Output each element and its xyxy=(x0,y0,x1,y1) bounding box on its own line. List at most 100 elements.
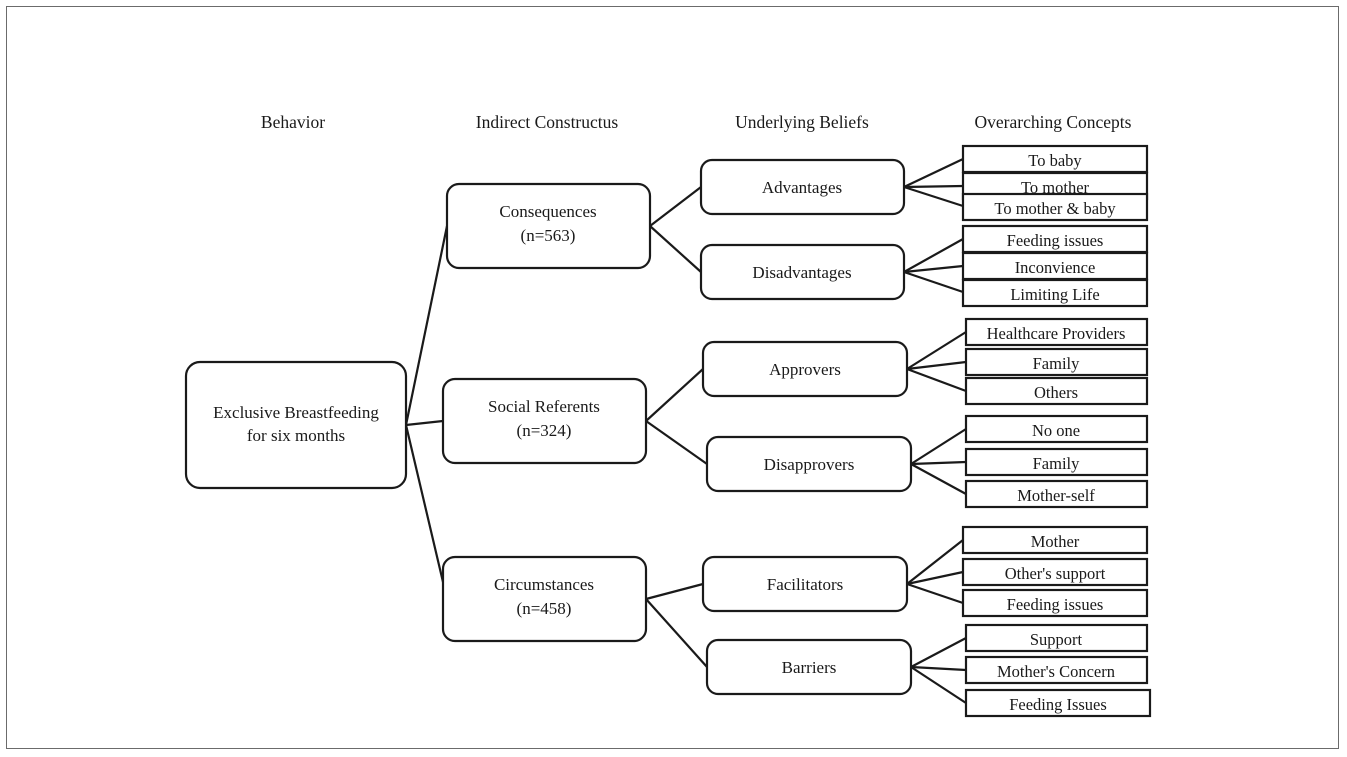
node-consequences[interactable]: Consequences (n=563) xyxy=(445,182,652,270)
connector-social-referents-approvers xyxy=(645,368,704,422)
node-behavior[interactable]: Exclusive Breastfeeding for six months xyxy=(184,360,408,490)
barriers-box[interactable] xyxy=(705,638,913,696)
leaf-box-healthcare-providers[interactable] xyxy=(964,317,1149,347)
leaf-label-family-disapprovers: Family xyxy=(1033,454,1081,473)
connector-approvers-healthcare-providers xyxy=(906,331,967,370)
connector-behavior-circumstances xyxy=(404,424,449,600)
leaf-label-to-baby: To baby xyxy=(1028,151,1082,170)
leaf-box-family-approvers[interactable] xyxy=(964,347,1149,377)
node-social-referents[interactable]: Social Referents (n=324) xyxy=(441,377,648,465)
leaf-box-others-support[interactable] xyxy=(961,557,1149,587)
leaf-group-advantages: To baby To mother To mother & baby xyxy=(961,144,1149,222)
node-barriers[interactable]: Barriers xyxy=(705,638,913,696)
leaf-box-feeding-issues-fac[interactable] xyxy=(961,588,1149,618)
advantages-label: Advantages xyxy=(762,178,842,197)
leaf-label-support: Support xyxy=(1030,630,1083,649)
leaf-box-to-mother-and-baby[interactable] xyxy=(961,192,1149,222)
connector-barriers-feeding-issues xyxy=(910,666,967,704)
node-disadvantages[interactable]: Disadvantages xyxy=(699,243,906,301)
connector-disapprovers-mother-self xyxy=(910,463,967,495)
leaf-group-disapprovers: No one Family Mother-self xyxy=(964,414,1149,509)
leaf-label-feeding-issues-bar: Feeding Issues xyxy=(1009,695,1107,714)
connector-barriers-support xyxy=(910,637,967,668)
facilitators-box[interactable] xyxy=(701,555,909,613)
consequences-box[interactable] xyxy=(445,182,652,270)
connector-facilitators-feeding-issues xyxy=(906,582,964,605)
leaf-group-facilitators: Mother Other's support Feeding issues xyxy=(961,525,1149,618)
leaf-label-mothers-concern: Mother's Concern xyxy=(997,662,1115,681)
connector-disadvantages-inconvience xyxy=(903,264,964,274)
social-referents-box[interactable] xyxy=(441,377,648,465)
leaf-label-inconvience: Inconvience xyxy=(1015,258,1096,277)
connector-social-referents-disapprovers xyxy=(645,420,708,465)
leaf-label-healthcare-providers: Healthcare Providers xyxy=(987,324,1126,343)
leaf-box-others[interactable] xyxy=(964,376,1149,406)
node-approvers[interactable]: Approvers xyxy=(701,340,909,398)
leaf-box-to-baby[interactable] xyxy=(961,144,1149,174)
leaf-label-others: Others xyxy=(1034,383,1078,402)
connectors-behavior-to-constructs xyxy=(404,225,449,600)
leaf-box-feeding-issues-bar[interactable] xyxy=(964,688,1152,718)
connector-disadvantages-limiting-life xyxy=(903,270,964,294)
disapprovers-box[interactable] xyxy=(705,435,913,493)
connector-facilitators-mother xyxy=(906,539,964,585)
column-header-behavior: Behavior xyxy=(261,112,325,132)
connector-approvers-family xyxy=(906,360,967,371)
connector-disapprovers-family xyxy=(910,460,967,466)
node-circumstances[interactable]: Circumstances (n=458) xyxy=(441,555,648,643)
consequences-label-line1: Consequences xyxy=(499,202,596,221)
leaf-label-no-one: No one xyxy=(1032,421,1080,440)
behavior-box[interactable] xyxy=(184,360,408,490)
connector-advantages-to-mother xyxy=(903,184,964,189)
disapprovers-label: Disapprovers xyxy=(764,455,855,474)
disadvantages-box[interactable] xyxy=(699,243,906,301)
leaf-group-approvers: Healthcare Providers Family Others xyxy=(964,317,1149,406)
leaf-label-mother-self: Mother-self xyxy=(1017,486,1095,505)
circumstances-label-line1: Circumstances xyxy=(494,575,594,594)
circumstances-label-line2: (n=458) xyxy=(517,599,572,618)
connector-circumstances-facilitators xyxy=(645,582,704,601)
column-header-indirect-constructus: Indirect Constructus xyxy=(476,112,619,132)
social-referents-label-line1: Social Referents xyxy=(488,397,600,416)
leaf-group-disadvantages: Feeding issues Inconvience Limiting Life xyxy=(961,224,1149,308)
leaf-box-mothers-concern[interactable] xyxy=(964,655,1149,685)
leaf-box-no-one[interactable] xyxy=(964,414,1149,444)
connector-consequences-disadvantages xyxy=(649,225,702,273)
connector-disadvantages-feeding-issues xyxy=(903,238,964,273)
column-headers: Behavior Indirect Constructus Underlying… xyxy=(261,112,1132,132)
connector-advantages-to-mother-baby xyxy=(903,185,964,208)
column-header-underlying-beliefs: Underlying Beliefs xyxy=(735,112,869,132)
connector-approvers-others xyxy=(906,367,967,393)
barriers-label: Barriers xyxy=(782,658,837,677)
node-disapprovers[interactable]: Disapprovers xyxy=(705,435,913,493)
circumstances-box[interactable] xyxy=(441,555,648,643)
leaf-box-feeding-issues-dis[interactable] xyxy=(961,224,1149,254)
leaf-label-to-mother: To mother xyxy=(1021,178,1090,197)
social-referents-label-line2: (n=324) xyxy=(517,421,572,440)
node-facilitators[interactable]: Facilitators xyxy=(701,555,909,613)
leaf-label-others-support: Other's support xyxy=(1005,564,1106,583)
leaf-box-mother[interactable] xyxy=(961,525,1149,555)
approvers-box[interactable] xyxy=(701,340,909,398)
node-advantages[interactable]: Advantages xyxy=(699,158,906,216)
leaf-box-limiting-life[interactable] xyxy=(961,278,1149,308)
leaf-label-family-approvers: Family xyxy=(1033,354,1081,373)
leaf-label-limiting-life: Limiting Life xyxy=(1010,285,1099,304)
connector-behavior-consequences xyxy=(404,225,449,426)
leaf-label-to-mother-and-baby: To mother & baby xyxy=(994,199,1116,218)
advantages-box[interactable] xyxy=(699,158,906,216)
disadvantages-label: Disadvantages xyxy=(752,263,851,282)
connector-advantages-to-baby xyxy=(903,158,964,188)
leaf-box-family-disapprovers[interactable] xyxy=(964,447,1149,477)
behavior-label-line1: Exclusive Breastfeeding xyxy=(213,403,379,422)
leaf-box-support[interactable] xyxy=(964,623,1149,653)
column-header-overarching-concepts: Overarching Concepts xyxy=(975,112,1132,132)
leaf-group-barriers: Support Mother's Concern Feeding Issues xyxy=(964,623,1152,718)
connector-facilitators-others-support xyxy=(906,570,964,586)
facilitators-label: Facilitators xyxy=(767,575,843,594)
leaf-box-mother-self[interactable] xyxy=(964,479,1149,509)
consequences-label-line2: (n=563) xyxy=(521,226,576,245)
connector-barriers-mothers-concern xyxy=(910,665,967,672)
